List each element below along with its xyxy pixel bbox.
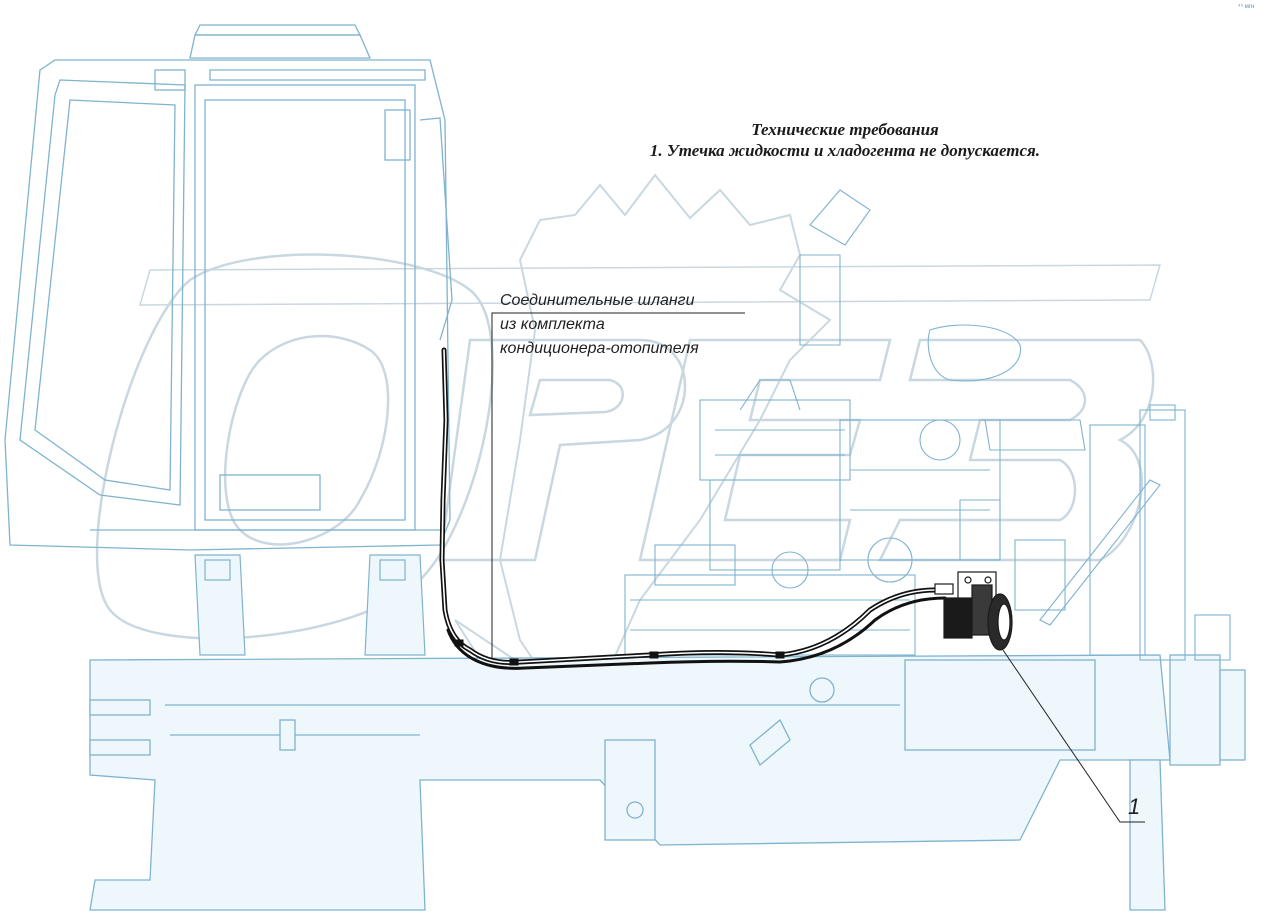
refrigerant-hoses — [439, 347, 947, 670]
technical-requirement-1: 1. Утечка жидкости и хладогента не допус… — [649, 141, 1041, 160]
watermark-label: ОРЕЗ — [1160, 2, 1161, 3]
frame-outline — [89, 654, 1246, 911]
hose-callout-line-1: Соединительные шланги — [500, 292, 695, 309]
cab-outline — [4, 24, 453, 551]
hose-callout-line-2: из комплекта — [500, 316, 605, 333]
corner-mark: ⁴⁵ мгн — [1238, 4, 1255, 10]
hose-callout-line-3: кондиционера-отопителя — [500, 340, 699, 357]
gear-watermark — [454, 173, 832, 722]
opez-watermark — [95, 253, 1161, 640]
engine-outline — [624, 189, 1231, 661]
hose-callout-leader — [491, 312, 745, 660]
compressor-assembly — [934, 571, 1013, 651]
position-leader — [1002, 649, 1145, 823]
position-number: 1 — [1128, 794, 1141, 819]
cab-mounts — [194, 554, 426, 656]
technical-requirements-title: Технические требования — [751, 120, 939, 139]
